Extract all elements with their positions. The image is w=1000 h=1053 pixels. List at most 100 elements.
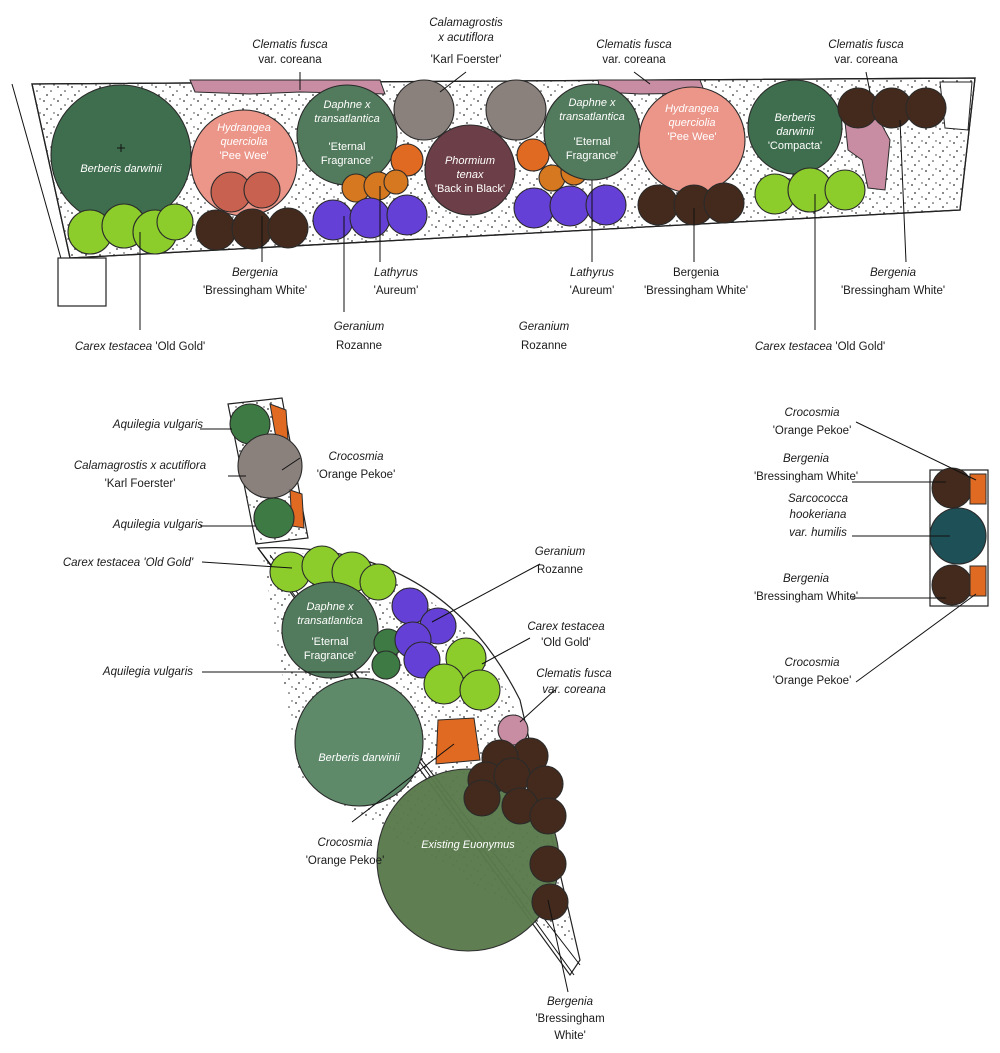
- label-sarcococca-l3: var. humilis: [789, 527, 847, 539]
- label-bergenia-3-l2: 'Bressingham White': [841, 285, 945, 297]
- hydrangea-right-label-l1: Hydrangea: [665, 103, 719, 115]
- berberis-compacta-l2: darwinii: [776, 126, 814, 138]
- label-clematis-corner-l2: var. coreana: [542, 684, 606, 696]
- label-geranium-corner: Geranium: [535, 546, 586, 558]
- label-crocosmia-r2: Crocosmia: [785, 657, 840, 669]
- geranium-cluster-left: [312, 194, 428, 241]
- aquilegia-circle-4: [371, 650, 401, 680]
- label-lathyrus-2: Lathyrus: [570, 267, 614, 279]
- hydrangea-label-l3: 'Pee Wee': [219, 150, 268, 162]
- crocosmia-patch-r1: [969, 473, 987, 505]
- label-carex-corner-2-l2: 'Old Gold': [541, 637, 591, 649]
- label-carex-1: Carex testacea 'Old Gold': [75, 341, 205, 353]
- phormium-label-l1: Phormium: [445, 155, 495, 167]
- daphne-label-l3: 'Eternal: [329, 141, 366, 153]
- label-bergenia-2: Bergenia: [673, 267, 720, 279]
- label-lathyrus-1-l2: 'Aureum': [374, 285, 419, 297]
- euonymus-label: Existing Euonymus: [421, 839, 515, 851]
- label-bergenia-r1-l2: 'Bressingham White': [754, 471, 858, 483]
- daphne-corner-l3: 'Eternal: [312, 636, 349, 648]
- berberis-circle-corner: [294, 677, 424, 807]
- label-lathyrus-1: Lathyrus: [374, 267, 418, 279]
- label-carex-corner-2: Carex testacea: [527, 621, 604, 633]
- daphne-right-label-l3: 'Eternal: [574, 136, 611, 148]
- label-calamagrostis-left-l2: 'Karl Foerster': [105, 478, 176, 490]
- label-clematis-2: Clematis fusca: [596, 39, 671, 51]
- label-bergenia-1-l2: 'Bressingham White': [203, 285, 307, 297]
- label-geranium-2: Geranium: [519, 321, 570, 333]
- bergenia-circle-r2: [931, 564, 973, 606]
- daphne-corner-l4: Fragrance': [304, 650, 356, 662]
- daphne-label-l1: Daphne x: [323, 99, 371, 111]
- bergenia-row-mid: [637, 182, 745, 226]
- label-geranium-2-l2: Rozanne: [521, 340, 567, 352]
- calamagrostis-circle-2: [485, 79, 547, 141]
- carex-cluster-corner-right: [423, 637, 501, 711]
- label-bergenia-r2: Bergenia: [783, 573, 829, 585]
- label-aquilegia-3: Aquilegia vulgaris: [102, 666, 193, 678]
- daphne-right-label-l2: transatlantica: [559, 111, 624, 123]
- label-crocosmia-r1-l2: 'Orange Pekoe': [773, 425, 852, 437]
- bergenia-row-left: [195, 207, 309, 251]
- label-crocosmia-r2-l2: 'Orange Pekoe': [773, 675, 852, 687]
- label-geranium-1-l2: Rozanne: [336, 340, 382, 352]
- label-sarcococca: Sarcococca: [788, 493, 848, 505]
- right-bed: Crocosmia 'Orange Pekoe' Bergenia 'Bress…: [754, 407, 989, 687]
- label-aquilegia-2: Aquilegia vulgaris: [112, 519, 203, 531]
- label-bergenia-corner-l2: 'Bressingham: [535, 1013, 604, 1025]
- daphne-label-l4: Fragrance': [321, 155, 373, 167]
- berberis-label: Berberis darwinii: [80, 163, 162, 175]
- label-crocosmia-left: Crocosmia: [329, 451, 384, 463]
- calamagrostis-circle-1: [393, 79, 455, 141]
- label-clematis-2-l2: var. coreana: [602, 54, 666, 66]
- hydrangea-centre-left: [210, 171, 281, 213]
- label-carex-corner-1: Carex testacea 'Old Gold': [63, 557, 194, 569]
- carex-cluster-right: [754, 167, 866, 215]
- label-calamagrostis: Calamagrostis: [429, 17, 503, 29]
- label-calamagrostis-l2: x acutiflora: [437, 32, 494, 44]
- plant-centre-mark: [117, 144, 125, 152]
- geranium-cluster-right: [513, 184, 627, 229]
- label-bergenia-corner: Bergenia: [547, 996, 593, 1008]
- berberis-corner-label: Berberis darwinii: [318, 752, 400, 764]
- daphne-corner-l1: Daphne x: [306, 601, 354, 613]
- crocosmia-patch-corner: [435, 717, 481, 765]
- label-crocosmia-r1: Crocosmia: [785, 407, 840, 419]
- daphne-label-l2: transatlantica: [314, 113, 379, 125]
- label-sarcococca-l2: hookeriana: [790, 509, 847, 521]
- top-bed-labels: Clematis fusca var. coreana Calamagrosti…: [75, 17, 945, 353]
- corner-bed: Daphne x transatlantica 'Eternal Fragran…: [63, 545, 612, 1042]
- berberis-compacta-l3: 'Compacta': [768, 140, 822, 152]
- label-clematis-3: Clematis fusca: [828, 39, 903, 51]
- label-geranium-1: Geranium: [334, 321, 385, 333]
- crocosmia-small-2: [516, 138, 550, 172]
- top-bed-wall-left: [11, 83, 63, 263]
- label-carex-2: Carex testacea 'Old Gold': [755, 341, 885, 353]
- berberis-compacta-l1: Berberis: [775, 112, 816, 124]
- label-bergenia-3: Bergenia: [870, 267, 916, 279]
- phormium-label-l3: 'Back in Black': [435, 183, 505, 195]
- label-bergenia-2-l2: 'Bressingham White': [644, 285, 748, 297]
- label-calamagrostis-l3: 'Karl Foerster': [431, 54, 502, 66]
- label-clematis-1: Clematis fusca: [252, 39, 327, 51]
- lathyrus-cluster-left: [341, 169, 409, 203]
- hydrangea-label-l2: querciolia: [220, 136, 267, 148]
- label-crocosmia-corner-l2: 'Orange Pekoe': [306, 855, 385, 867]
- phormium-circle: [424, 124, 516, 216]
- top-bed-leaders: [139, 71, 907, 330]
- hydrangea-right-label-l2: querciolia: [668, 117, 715, 129]
- daphne-circle-corner: [281, 581, 379, 679]
- bergenia-circle-r1: [931, 467, 973, 509]
- daphne-right-label-l4: Fragrance': [566, 150, 618, 162]
- crocosmia-patch-r2: [969, 565, 987, 597]
- label-calamagrostis-left: Calamagrostis x acutiflora: [74, 460, 206, 472]
- label-lathyrus-2-l2: 'Aureum': [570, 285, 615, 297]
- hydrangea-right-label-l3: 'Pee Wee': [667, 131, 716, 143]
- hydrangea-label-l1: Hydrangea: [217, 122, 271, 134]
- narrow-bed: Aquilegia vulgaris Calamagrostis x acuti…: [74, 397, 395, 545]
- daphne-right-label-l1: Daphne x: [568, 97, 616, 109]
- label-aquilegia-1: Aquilegia vulgaris: [112, 419, 203, 431]
- bergenia-row-right: [837, 87, 947, 129]
- label-clematis-1-l2: var. coreana: [258, 54, 322, 66]
